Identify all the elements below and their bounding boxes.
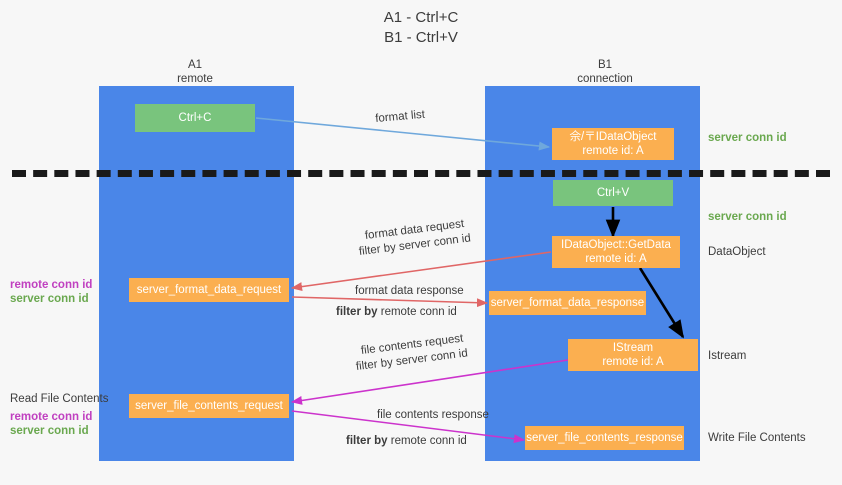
page-title: A1 - Ctrl+C B1 - Ctrl+V xyxy=(0,8,842,48)
box-idataobject-getdata[interactable]: IDataObject::GetData remote id: A xyxy=(552,236,680,268)
filter-by-text-d: filter by xyxy=(346,435,391,447)
title-line-2: B1 - Ctrl+V xyxy=(384,29,458,46)
filter-by-text-c: filter by xyxy=(355,356,397,374)
box-istream-line1: IStream xyxy=(612,342,654,354)
box-ctrl-v[interactable]: Ctrl+V xyxy=(553,180,673,206)
box-server-format-data-response[interactable]: server_format_data_response xyxy=(489,291,646,315)
label-filter-remote-conn-id-b: filter by remote conn id xyxy=(346,434,467,449)
filter-by-text-a: filter by xyxy=(358,241,400,259)
box-server-format-data-request[interactable]: server_format_data_request xyxy=(129,278,289,302)
label-read-file-contents: Read File Contents xyxy=(10,393,109,405)
label-remote-conn-id-1: remote conn id xyxy=(10,279,93,291)
title-line-1: A1 - Ctrl+C xyxy=(383,9,459,26)
box-server-file-contents-request[interactable]: server_file_contents_request xyxy=(129,394,289,418)
label-file-contents-response: file contents response xyxy=(377,409,489,421)
label-server-conn-id-1: server conn id xyxy=(10,293,89,305)
label-format-data-response: format data response xyxy=(355,285,464,297)
label-dataobject: DataObject xyxy=(708,246,766,258)
column-a1-role: remote xyxy=(177,73,213,85)
label-server-conn-id-2: server conn id xyxy=(10,425,89,437)
label-format-list: format list xyxy=(374,108,426,126)
label-write-file-contents: Write File Contents xyxy=(708,432,806,444)
filter-value-remote-conn-id-a: remote conn id xyxy=(380,306,457,318)
box-ctrl-c[interactable]: Ctrl+C xyxy=(135,104,255,132)
box-getdata-line2: remote id: A xyxy=(585,253,647,265)
column-b1-name: B1 xyxy=(597,59,613,71)
column-header-b1: B1 connection xyxy=(545,58,665,86)
label-istream: Istream xyxy=(708,350,747,362)
box-istream[interactable]: IStream remote id: A xyxy=(568,339,698,371)
box-ole-idataobject[interactable]: 佘/〒IDataObject remote id: A xyxy=(552,128,674,160)
box-server-file-contents-response[interactable]: server_file_contents_response xyxy=(525,426,684,450)
column-a1-name: A1 xyxy=(187,59,203,71)
column-header-a1: A1 remote xyxy=(135,58,255,86)
label-remote-conn-id-2: remote conn id xyxy=(10,411,93,423)
label-server-conn-id-mid: server conn id xyxy=(708,211,787,223)
box-getdata-line1: IDataObject::GetData xyxy=(561,239,671,251)
label-server-conn-id-top: server conn id xyxy=(708,132,787,144)
column-b1-role: connection xyxy=(577,73,633,85)
filter-by-text-b: filter by xyxy=(336,306,381,318)
phase-divider xyxy=(12,170,830,177)
box-ole-idataobject-line1: 佘/〒IDataObject xyxy=(569,131,657,143)
filter-value-remote-conn-id-b: remote conn id xyxy=(390,435,467,447)
box-ole-idataobject-line2: remote id: A xyxy=(582,145,644,157)
box-istream-line2: remote id: A xyxy=(602,356,664,368)
label-filter-remote-conn-id-a: filter by remote conn id xyxy=(336,305,457,320)
